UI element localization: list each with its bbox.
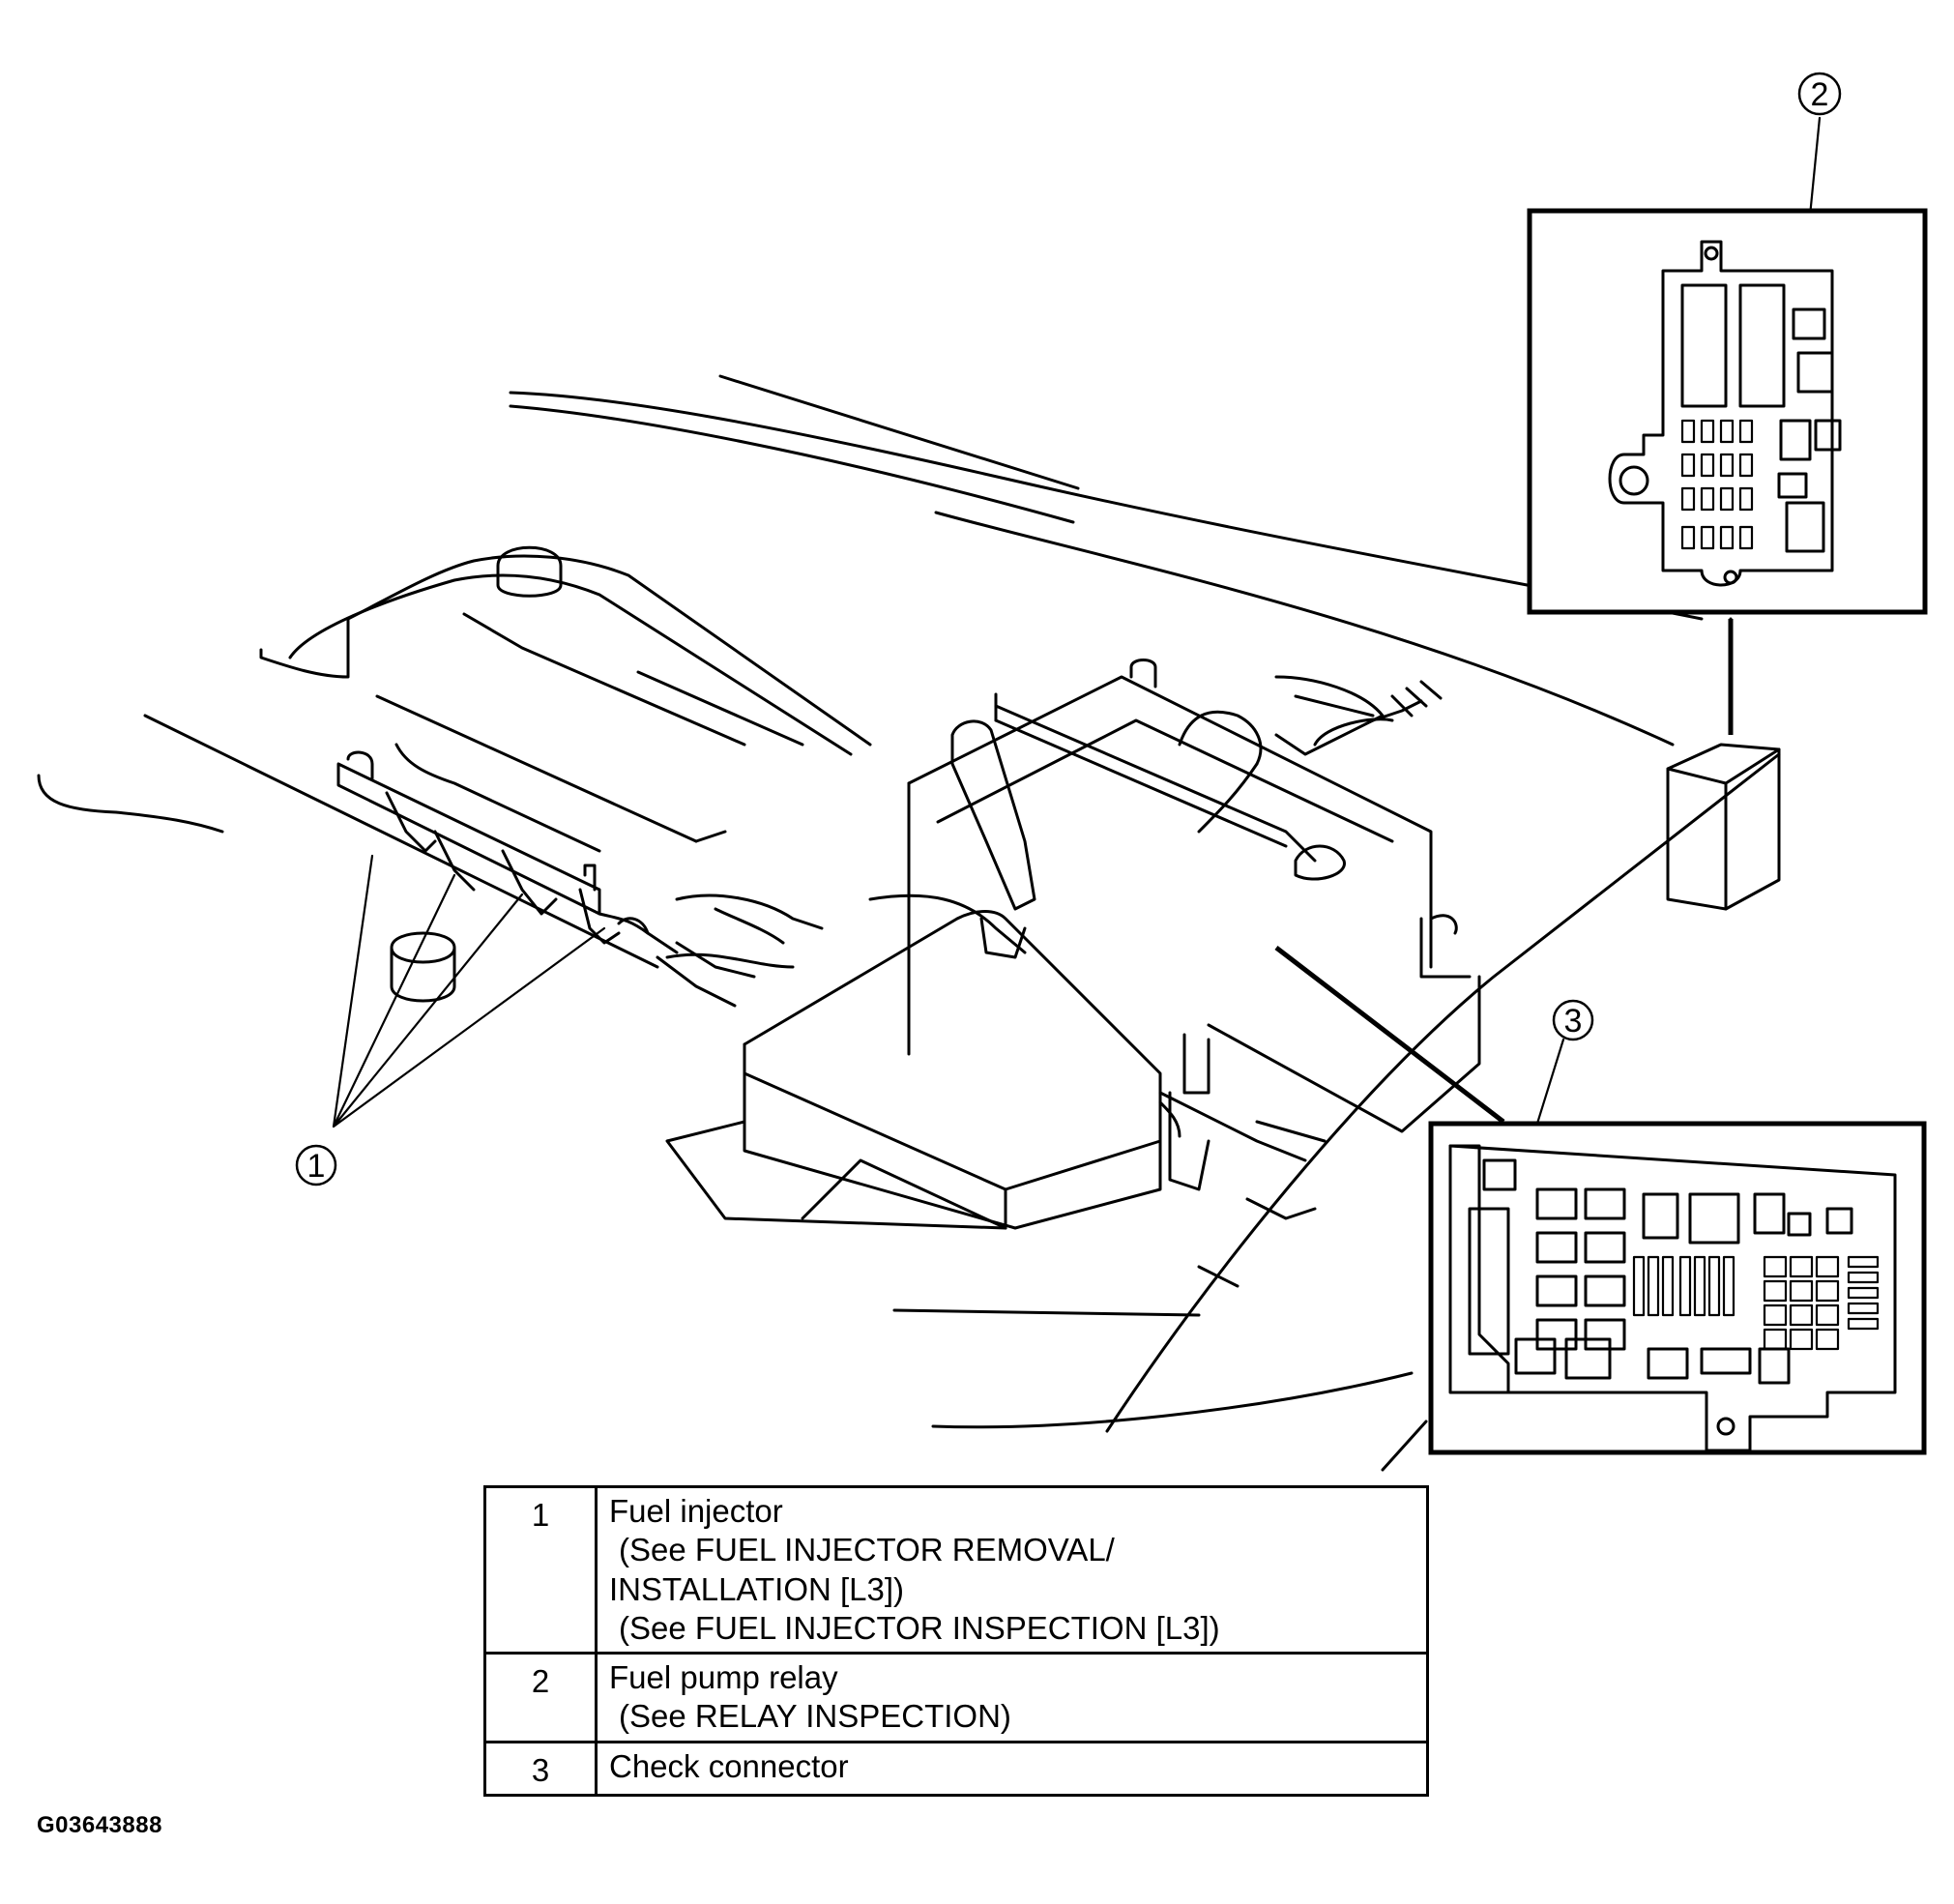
engine-head [259,545,872,853]
legend-number: 2 [483,1652,598,1743]
legend-row-1: 1 Fuel injector (See FUEL INJECTOR REMOV… [483,1485,1429,1655]
air-intake [665,719,1210,1230]
legend-description: Fuel pump relay (See RELAY INSPECTION) [595,1652,1429,1743]
component-name: Fuel injector [609,1493,783,1529]
legend-row-3: 3 Check connector [483,1740,1429,1797]
reference-link[interactable]: (See RELAY INSPECTION) [619,1698,1011,1735]
fuel-rail [336,750,1027,1008]
legend-description: Check connector [595,1740,1429,1797]
reference-link[interactable]: INSTALLATION [L3]) [609,1570,905,1607]
callout-2-label: 2 [1811,76,1829,113]
image-code: G03643888 [37,1812,162,1838]
callout-3-label: 3 [1564,1003,1583,1040]
reference-link[interactable]: (See FUEL INJECTOR INSPECTION [L3]) [619,1609,1220,1646]
component-name: Fuel pump relay [609,1659,838,1695]
relay-block [1666,617,1781,911]
body-outline-lines [37,374,1781,1472]
callout-leaders [332,116,1822,1172]
callout-2: 2 [1797,72,1842,116]
component-legend-table: 1 Fuel injector (See FUEL INJECTOR REMOV… [483,1485,1429,1797]
inset-relay-box [1527,208,1928,615]
legend-number: 1 [483,1485,598,1655]
inset-fuse-block [1428,1121,1927,1455]
callout-3: 3 [1552,999,1594,1041]
reference-link[interactable]: (See FUEL INJECTOR REMOVAL/ [619,1532,1115,1568]
component-name: Check connector [609,1747,849,1784]
legend-description: Fuel injector (See FUEL INJECTOR REMOVAL… [595,1485,1429,1655]
battery [907,659,1443,1056]
legend-number: 3 [483,1740,598,1797]
battery-tray [1158,914,1481,1288]
callout-1: 1 [295,1144,337,1186]
callout-1-label: 1 [307,1148,326,1185]
legend-row-2: 2 Fuel pump relay (See RELAY INSPECTION) [483,1652,1429,1743]
strut-tower [390,931,456,1003]
